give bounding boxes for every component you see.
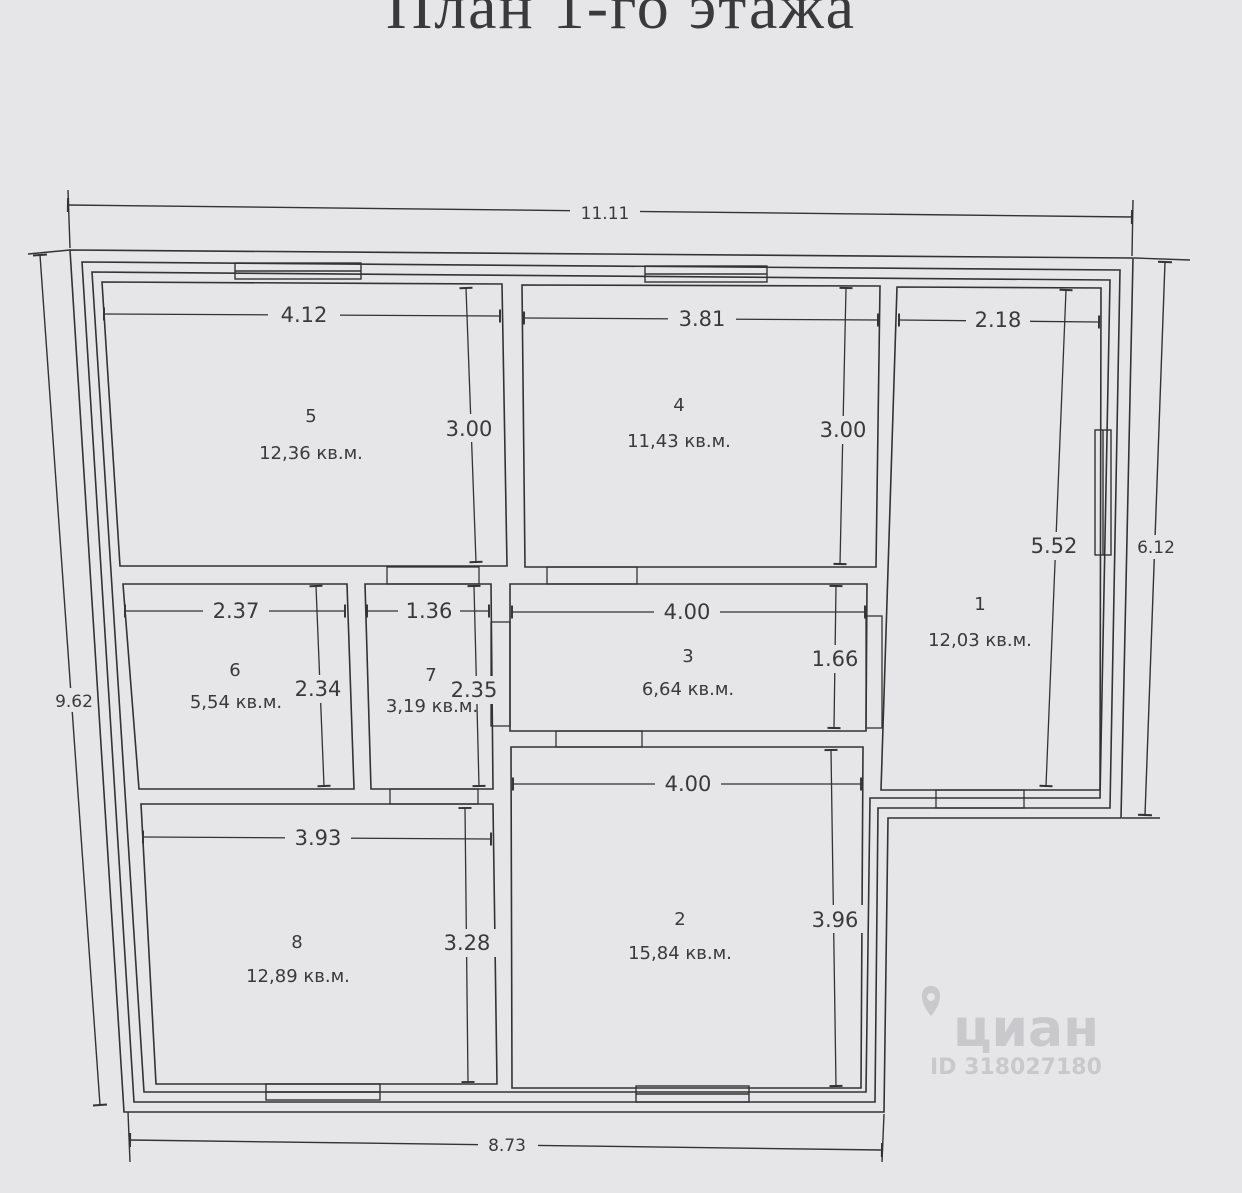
room-1-area: 12,03 кв.м. [928,630,1032,651]
room-5-number: 5 [305,406,316,427]
room-2-width: 4.00 [665,772,712,796]
room-5-outline [101,281,508,567]
room-6-number: 6 [229,660,240,681]
room-7-height: 2.35 [451,678,498,702]
room-3-width: 4.00 [664,600,711,624]
dim-overall-left: 9.62 [55,692,93,712]
room-1-width: 2.18 [975,308,1022,332]
windows [234,262,1112,1103]
room-3-area: 6,64 кв.м. [642,679,734,700]
room-7-area: 3,19 кв.м. [386,696,478,717]
room-1-outline [880,286,1102,791]
dim-overall-top: 11.11 [581,204,630,224]
watermark-id: ID 318027180 [930,1055,1102,1080]
room-4-height: 3.00 [820,418,867,442]
room-3-number: 3 [682,646,693,667]
room-6-width: 2.37 [213,599,260,623]
plan-title: План 1-го этажа [385,0,857,42]
room-5-area: 12,36 кв.м. [259,443,363,464]
room-3-height: 1.66 [812,647,859,671]
room-2-number: 2 [674,909,685,930]
room-2-outline [510,746,864,1089]
room-4-width: 3.81 [679,307,726,331]
room-5-height: 3.00 [446,417,493,441]
outer-wall [69,249,1134,1113]
room-8-height: 3.28 [444,931,491,955]
watermark-brand: циан [953,999,1099,1059]
door-openings [386,566,1025,809]
room-5-width: 4.12 [281,303,328,327]
room-8-width: 3.93 [295,826,342,850]
room-8-outline [140,803,498,1085]
room-6-outline [122,583,355,790]
room-4-outline [521,284,881,568]
room-2-height: 3.96 [812,908,859,932]
cian-watermark: циан ID 318027180 [921,986,1102,1080]
room-8-number: 8 [291,932,302,953]
dim-overall-bottom: 8.73 [488,1136,526,1156]
room-7-width: 1.36 [406,599,453,623]
room-1-height: 5.52 [1031,534,1078,558]
room-6-area: 5,54 кв.м. [190,692,282,713]
room-1-number: 1 [974,594,985,615]
room-6-height: 2.34 [295,677,342,701]
room-4-area: 11,43 кв.м. [627,431,731,452]
room-8-area: 12,89 кв.м. [246,966,350,987]
room-4-number: 4 [673,395,684,416]
room-7-number: 7 [425,665,436,686]
dim-overall-right: 6.12 [1137,538,1175,558]
room-2-area: 15,84 кв.м. [628,943,732,964]
